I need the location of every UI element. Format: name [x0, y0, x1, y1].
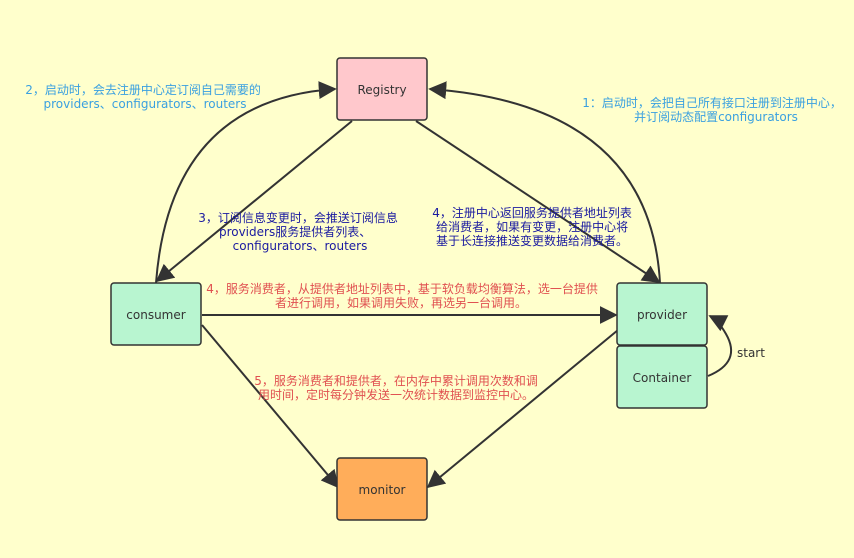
step4b-line-1: 4，服务消费者，从提供者地址列表中，基于软负载均衡算法，选一台提供	[206, 281, 598, 296]
step4a-note: 4，注册中心返回服务提供者地址列表 给消费者，如果有变更，注册中心将 基于长连接…	[432, 205, 635, 248]
arrow-registry-to-consumer	[155, 120, 353, 283]
step4a-line-3: 基于长连接推送变更数据给消费者。	[436, 233, 628, 248]
step4b-line-2: 者进行调用，如果调用失败，再选另一台调用。	[275, 295, 527, 310]
start-label: start	[737, 346, 765, 360]
container-node: Container	[616, 345, 708, 409]
arrow-container-start-provider	[707, 315, 732, 377]
step5-line-2: 用时间，定时每分钟发送一次统计数据到监控中心。	[258, 387, 534, 402]
step3-line-3: configurators、routers	[233, 239, 368, 253]
step4a-line-1: 4，注册中心返回服务提供者地址列表	[432, 205, 632, 220]
step5-line-1: 5，服务消费者和提供者，在内存中累计调用次数和调	[254, 373, 538, 388]
consumer-node: consumer	[110, 282, 202, 346]
step2-line-2: providers、configurators、routers	[44, 97, 247, 111]
step2-note: 2，启动时，会去注册中心定订阅自己需要的 providers、configura…	[25, 82, 264, 111]
step2-line-1: 2，启动时，会去注册中心定订阅自己需要的	[25, 82, 261, 97]
arrow-consumer-to-registry	[155, 81, 337, 284]
step1-line-2: 并订阅动态配置configurators	[634, 110, 798, 124]
step1-line-1: 1：启动时，会把自己所有接口注册到注册中心，	[582, 95, 842, 110]
consumer-label: consumer	[126, 308, 185, 322]
monitor-node: monitor	[336, 457, 428, 521]
arrow-registry-to-provider	[415, 120, 661, 283]
arrow-provider-to-monitor	[426, 329, 619, 489]
step3-note: 3，订阅信息变更时，会推送订阅信息 providers服务提供者列表、 conf…	[198, 210, 401, 253]
arrow-consumer-to-monitor	[201, 324, 340, 489]
arrow-provider-to-registry	[428, 81, 661, 284]
step4b-note: 4，服务消费者，从提供者地址列表中，基于软负载均衡算法，选一台提供 者进行调用，…	[206, 281, 601, 310]
provider-label: provider	[637, 308, 687, 322]
step3-line-1: 3，订阅信息变更时，会推送订阅信息	[198, 210, 398, 225]
registry-node: Registry	[336, 57, 428, 121]
step3-line-2: providers服务提供者列表、	[219, 224, 371, 239]
monitor-label: monitor	[359, 483, 406, 497]
provider-node: provider	[616, 282, 708, 346]
registry-label: Registry	[357, 83, 406, 97]
step1-note: 1：启动时，会把自己所有接口注册到注册中心， 并订阅动态配置configurat…	[582, 95, 845, 124]
container-label: Container	[633, 371, 692, 385]
step5-note: 5，服务消费者和提供者，在内存中累计调用次数和调 用时间，定时每分钟发送一次统计…	[254, 373, 541, 402]
connectors	[155, 81, 732, 489]
step4a-line-2: 给消费者，如果有变更，注册中心将	[436, 219, 628, 234]
